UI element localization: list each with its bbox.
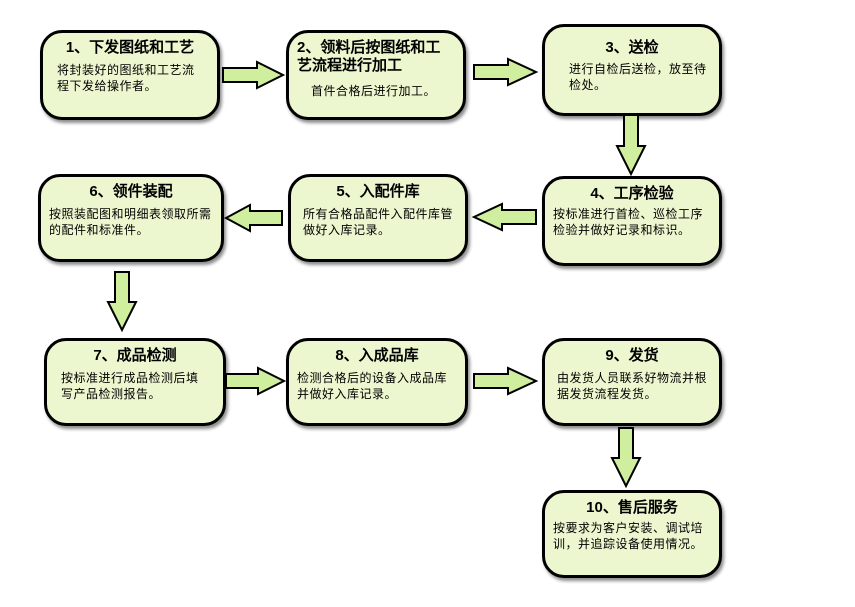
step-10-desc: 按要求为客户安装、调试培训，并追踪设备使用情况。 (553, 521, 704, 551)
step-7-node: 7、成品检测 按标准进行成品检测后填写产品检测报告。 (44, 338, 226, 426)
step-9-desc: 由发货人员联系好物流并根据发货流程发货。 (557, 371, 708, 401)
arrow-step8-to-step9 (473, 366, 539, 396)
step-3-desc: 进行自检后送检，放至待检处。 (569, 62, 707, 92)
step-5-node: 5、入配件库 所有合格品配件入配件库管做好入库记录。 (288, 174, 468, 262)
step-2-node: 2、领料后按图纸和工艺流程进行加工 首件合格后进行加工。 (286, 30, 466, 120)
arrow-step4-to-step5 (471, 202, 537, 232)
step-1-desc: 将封装好的图纸和工艺流程下发给操作者。 (57, 63, 195, 93)
step-9-title: 9、发货 (605, 347, 659, 364)
step-2-title: 2、领料后按图纸和工艺流程进行加工 (297, 39, 441, 74)
step-7-title: 7、成品检测 (93, 347, 177, 364)
step-9-node: 9、发货 由发货人员联系好物流并根据发货流程发货。 (542, 338, 722, 426)
arrow-step3-to-step4 (615, 114, 647, 177)
step-8-title: 8、入成品库 (335, 347, 419, 364)
step-7-desc: 按标准进行成品检测后填写产品检测报告。 (61, 371, 199, 401)
step-6-title: 6、领件装配 (89, 183, 173, 200)
step-1-node: 1、下发图纸和工艺 将封装好的图纸和工艺流程下发给操作者。 (40, 30, 220, 120)
step-3-title: 3、送检 (605, 39, 659, 56)
step-6-desc: 按照装配图和明细表领取所需的配件和标准件。 (49, 207, 212, 237)
step-2-desc: 首件合格后进行加工。 (311, 84, 437, 98)
step-1-title: 1、下发图纸和工艺 (65, 39, 195, 56)
step-10-title: 10、售后服务 (586, 499, 678, 516)
step-6-node: 6、领件装配 按照装配图和明细表领取所需的配件和标准件。 (38, 174, 224, 262)
step-8-desc: 检测合格后的设备入成品库并做好入库记录。 (297, 371, 448, 401)
arrow-step2-to-step3 (473, 57, 539, 87)
arrow-step5-to-step6 (223, 203, 283, 233)
step-4-title: 4、工序检验 (590, 185, 674, 202)
step-10-node: 10、售后服务 按要求为客户安装、调试培训，并追踪设备使用情况。 (542, 490, 722, 578)
step-8-node: 8、入成品库 检测合格后的设备入成品库并做好入库记录。 (286, 338, 468, 426)
step-4-node: 4、工序检验 按标准进行首检、巡检工序检验并做好记录和标识。 (542, 176, 722, 266)
arrow-step1-to-step2 (222, 60, 286, 90)
arrow-step9-to-step10 (610, 427, 642, 489)
arrow-step6-to-step7 (106, 271, 138, 333)
step-5-title: 5、入配件库 (336, 183, 420, 200)
step-5-desc: 所有合格品配件入配件库管做好入库记录。 (303, 207, 454, 237)
step-4-desc: 按标准进行首检、巡检工序检验并做好记录和标识。 (553, 207, 704, 237)
step-3-node: 3、送检 进行自检后送检，放至待检处。 (542, 24, 722, 116)
arrow-step7-to-step8 (225, 366, 287, 396)
